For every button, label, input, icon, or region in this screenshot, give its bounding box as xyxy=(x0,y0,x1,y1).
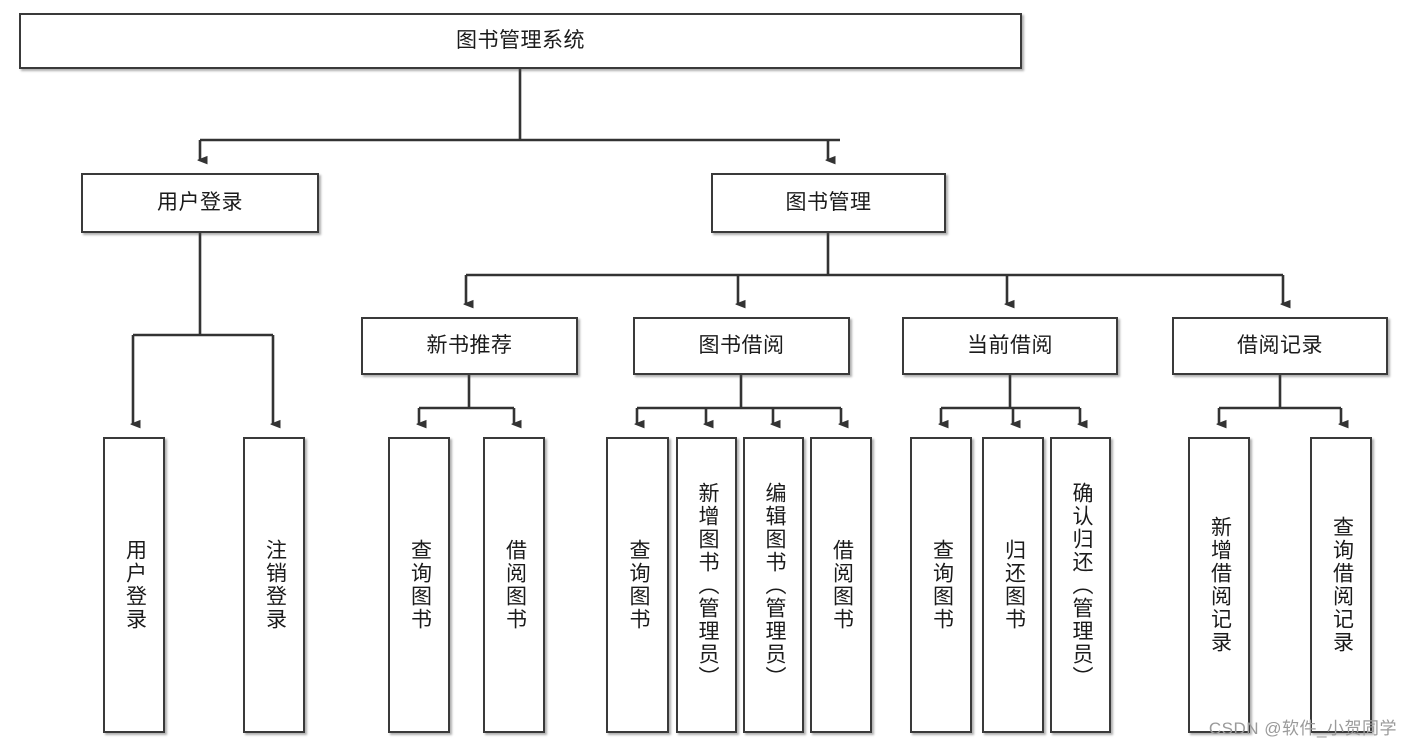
leaf-query-book-recommend[interactable]: 查询图书 xyxy=(388,437,450,733)
node-new-book-recommend[interactable]: 新书推荐 xyxy=(361,317,578,375)
leaf-add-book-admin[interactable]: 新增图书（管理员） xyxy=(676,437,737,733)
leaf-edit-book-admin[interactable]: 编辑图书（管理员） xyxy=(743,437,804,733)
leaf-logout[interactable]: 注销登录 xyxy=(243,437,305,733)
leaf-borrow-book-recommend-label: 借阅图书 xyxy=(503,539,527,631)
node-root-label: 图书管理系统 xyxy=(456,28,585,52)
node-borrow-record[interactable]: 借阅记录 xyxy=(1172,317,1388,375)
leaf-borrow-book-recommend[interactable]: 借阅图书 xyxy=(483,437,545,733)
node-root[interactable]: 图书管理系统 xyxy=(19,13,1022,69)
leaf-add-book-admin-label: 新增图书（管理员） xyxy=(695,481,719,689)
leaf-edit-book-admin-label: 编辑图书（管理员） xyxy=(762,481,786,689)
node-borrow-record-label: 借阅记录 xyxy=(1237,333,1323,357)
node-book-management-label: 图书管理 xyxy=(785,190,872,214)
leaf-borrow-book-label: 借阅图书 xyxy=(830,539,854,631)
node-user-login-label: 用户登录 xyxy=(157,190,243,214)
leaf-query-book-borrow[interactable]: 查询图书 xyxy=(606,437,669,733)
leaf-borrow-book[interactable]: 借阅图书 xyxy=(810,437,872,733)
node-current-borrow-label: 当前借阅 xyxy=(967,333,1053,357)
leaf-query-book-borrow-label: 查询图书 xyxy=(626,539,650,631)
node-new-book-recommend-label: 新书推荐 xyxy=(426,333,513,357)
leaf-return-book[interactable]: 归还图书 xyxy=(982,437,1044,733)
leaf-add-borrow-record[interactable]: 新增借阅记录 xyxy=(1188,437,1250,733)
node-book-borrow-label: 图书借阅 xyxy=(698,333,785,357)
leaf-user-login-label: 用户登录 xyxy=(123,539,147,631)
leaf-logout-label: 注销登录 xyxy=(263,539,287,631)
node-current-borrow[interactable]: 当前借阅 xyxy=(902,317,1118,375)
leaf-user-login[interactable]: 用户登录 xyxy=(103,437,165,733)
leaf-confirm-return-admin[interactable]: 确认归还（管理员） xyxy=(1050,437,1111,733)
leaf-query-borrow-record[interactable]: 查询借阅记录 xyxy=(1310,437,1372,733)
watermark: CSDN @软件_小贺同学 xyxy=(1208,719,1397,738)
node-user-login[interactable]: 用户登录 xyxy=(81,173,319,233)
leaf-add-borrow-record-label: 新增借阅记录 xyxy=(1208,516,1232,654)
leaf-query-borrow-record-label: 查询借阅记录 xyxy=(1330,516,1354,654)
leaf-confirm-return-admin-label: 确认归还（管理员） xyxy=(1069,481,1093,689)
leaf-query-book-current-label: 查询图书 xyxy=(930,539,954,631)
leaf-query-book-current[interactable]: 查询图书 xyxy=(910,437,972,733)
node-book-management[interactable]: 图书管理 xyxy=(711,173,946,233)
leaf-query-book-recommend-label: 查询图书 xyxy=(408,539,432,631)
leaf-return-book-label: 归还图书 xyxy=(1002,539,1026,631)
node-book-borrow[interactable]: 图书借阅 xyxy=(633,317,850,375)
